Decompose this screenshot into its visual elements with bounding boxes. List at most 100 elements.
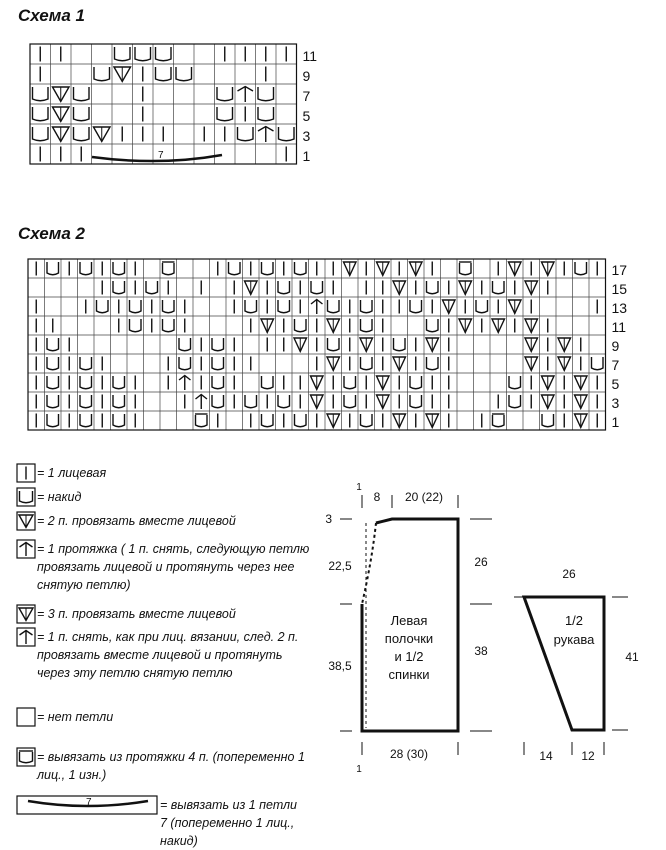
yarn-over-symbol [359,357,373,371]
yarn-over-box [16,487,36,507]
grid-border [27,258,607,431]
yarn-over-symbol [260,376,274,390]
yarn-over-symbol [211,376,225,390]
yarn-over-symbol [425,319,439,333]
yarn-over-symbol [31,107,49,122]
yarn-over-symbol [79,262,93,276]
yarn-over-symbol [277,395,291,409]
yarn-over-symbol [31,127,49,142]
yarn-over-symbol [72,107,90,122]
grid-border [29,43,298,165]
legend-item: = вывязать из 1 петли 7 (попеременно 1 л… [160,798,297,848]
yarn-over-symbol [134,47,152,62]
dimension-label: 1 [356,764,362,775]
armhole-curve [361,522,377,605]
yarn-over-symbol [359,300,373,314]
yarn-over-symbol [145,281,159,295]
yarn-over-symbol [359,319,373,333]
yarn-over-symbol [257,107,275,122]
bracket-7 [91,153,223,163]
bobble-4-box [16,747,36,767]
svg-text:7: 7 [86,797,92,808]
yarn-over-symbol [508,376,522,390]
yarn-over-symbol [46,414,60,428]
dimension-label: 41 [625,650,639,664]
yarn-over-symbol [244,300,258,314]
yarn-over-symbol [326,338,340,352]
legend-item: = 1 протяжка ( 1 п. снять, следующую пет… [37,542,310,592]
bracket-label: 7 [158,150,164,161]
yarn-over-symbol [178,357,192,371]
yarn-over-symbol [128,319,142,333]
yarn-over-symbol [18,491,34,504]
yarn-over-symbol [112,414,126,428]
bobble-symbol [458,263,472,276]
yarn-over-symbol [211,357,225,371]
yarn-over-symbol [46,357,60,371]
yarn-over-symbol [277,300,291,314]
sleeve-label: 1/2 [565,613,583,628]
dimension-label: 26 [474,555,488,569]
bobble-symbol [194,415,208,428]
bobble-symbol [491,415,505,428]
row-label: 13 [612,300,628,316]
yarn-over-symbol [31,87,49,102]
yarn-over-symbol [293,319,307,333]
yarn-over-symbol [409,376,423,390]
row-label: 9 [303,68,311,84]
yarn-over-symbol [409,300,423,314]
legend-item: = накид [37,490,82,504]
dimension-label: 38 [474,644,488,658]
legend-item: = нет петли [37,710,114,724]
front-label: и 1/2 [395,649,424,664]
yarn-over-symbol [343,376,357,390]
knit-box [16,463,36,483]
yarn-over-symbol [211,338,225,352]
yarn-over-symbol [175,67,193,82]
yarn-over-symbol [310,281,324,295]
dimension-label: 1 [356,482,362,493]
row-label: 5 [612,376,620,392]
k2tog-box [16,511,36,531]
row-label: 1 [303,148,311,164]
yarn-over-symbol [178,338,192,352]
yarn-over-symbol [260,414,274,428]
yarn-over-symbol [425,357,439,371]
yarn-over-symbol [277,281,291,295]
row-label: 9 [612,338,620,354]
front-label: Левая [391,613,428,628]
yarn-over-symbol [113,47,131,62]
row-label: 11 [303,48,318,64]
bracket-7 [27,799,149,808]
row-label: 11 [612,319,627,335]
yarn-over-symbol [46,338,60,352]
yarn-over-symbol [79,395,93,409]
pull-through-box [16,539,36,559]
sleeve-outline [521,595,606,732]
legend-item: = 1 п. снять, как при лиц. вязании, след… [37,630,299,680]
yarn-over-symbol [293,262,307,276]
yarn-over-symbol [236,127,254,142]
yarn-over-symbol [46,376,60,390]
front-label: полочки [385,631,433,646]
dimension-label: 28 (30) [390,747,428,761]
dimension-label: 20 (22) [405,490,443,504]
legend-item: = 2 п. провязать вместе лицевой [37,514,236,528]
yarn-over-symbol [257,87,275,102]
yarn-over-symbol [491,281,505,295]
row-label: 3 [612,395,620,411]
yarn-over-symbol [112,281,126,295]
dimension-label: 22,5 [328,559,352,573]
yarn-over-symbol [425,281,439,295]
dimension-label: 3 [325,512,332,526]
yarn-over-symbol [72,87,90,102]
row-label: 5 [303,108,311,124]
yarn-over-symbol [95,300,109,314]
yarn-over-symbol [46,395,60,409]
yarn-over-symbol [590,357,604,371]
yarn-over-symbol [112,376,126,390]
